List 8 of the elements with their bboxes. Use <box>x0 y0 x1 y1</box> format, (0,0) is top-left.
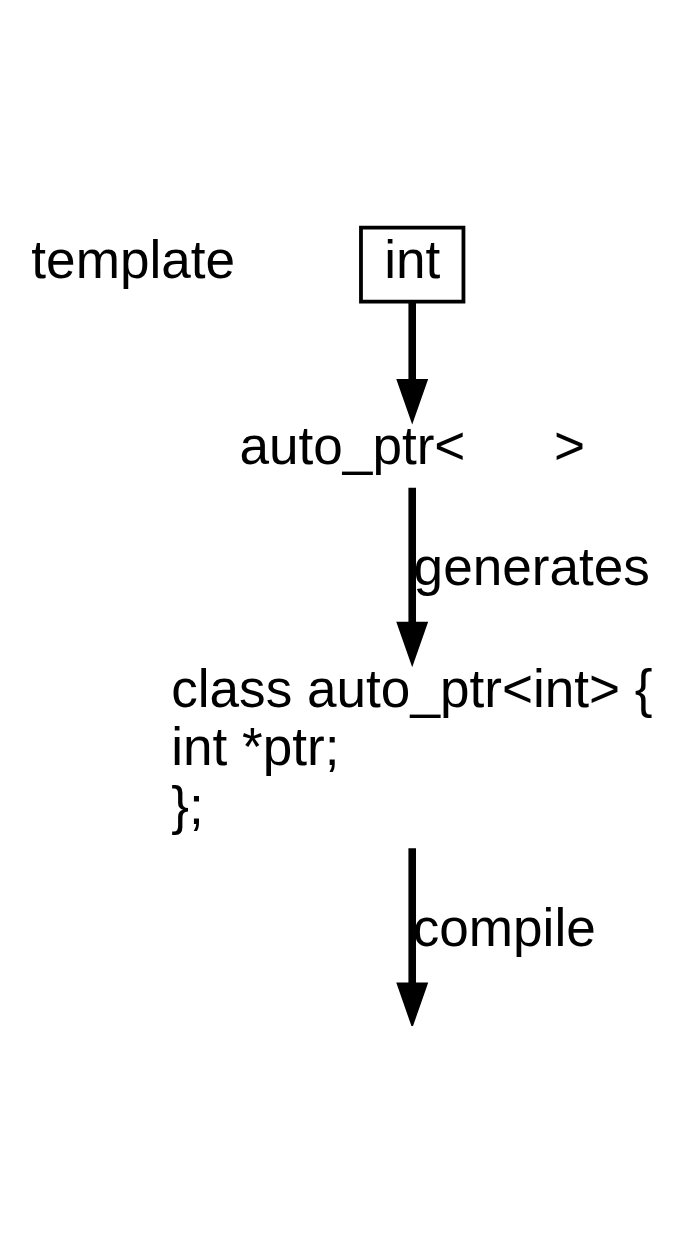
arrow <box>396 301 429 425</box>
label: template <box>31 229 236 289</box>
node-text: auto_ptr< > <box>239 415 585 475</box>
arrow <box>396 487 429 668</box>
node-box: int <box>359 225 466 304</box>
node-text: class auto_ptr<int> { int *ptr; }; <box>171 658 653 836</box>
edge-label: compile <box>412 897 596 957</box>
edge-label: generates <box>413 537 650 597</box>
